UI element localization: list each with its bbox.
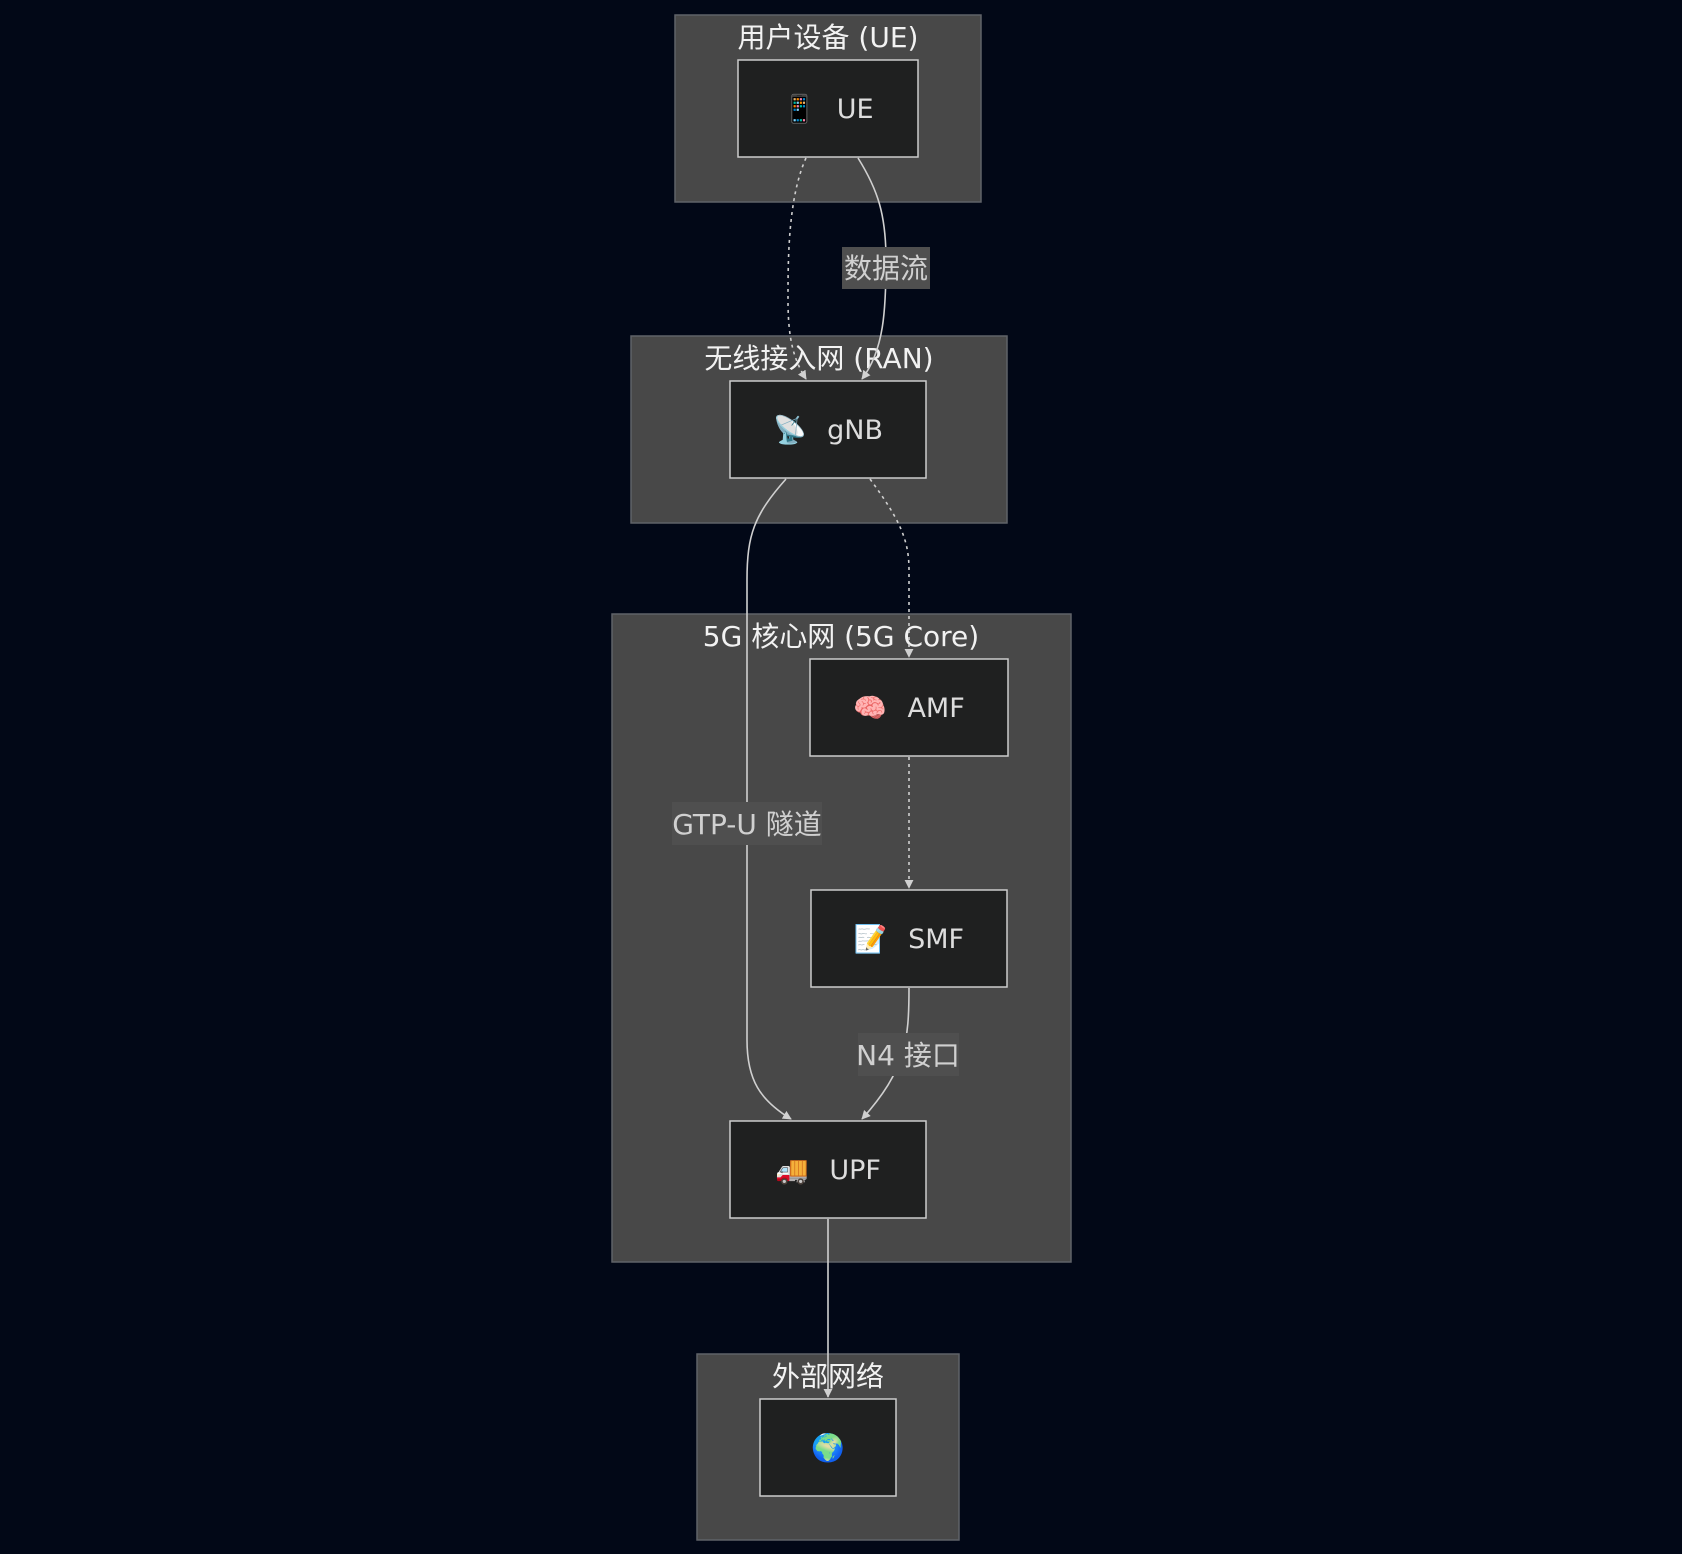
cluster-core-title: 5G 核心网 (5G Core) (703, 620, 979, 653)
edge-label-gtpu-tunnel: GTP-U 隧道 (672, 802, 822, 845)
node-amf[interactable]: 🧠 AMF (809, 658, 1009, 757)
node-gnb[interactable]: 📡 gNB (729, 380, 927, 479)
node-smf-box (810, 889, 1008, 988)
svg-text:🚚 UPF: 🚚 UPF (775, 1155, 881, 1186)
cluster-ue-title: 用户设备 (UE) (738, 21, 919, 54)
node-amf-box (809, 658, 1009, 757)
svg-text:🧠 AMF: 🧠 AMF (853, 693, 965, 724)
node-smf-label: SMF (908, 924, 964, 955)
node-upf-label: UPF (829, 1155, 881, 1186)
cluster-user-equipment: 用户设备 (UE) (674, 14, 982, 203)
node-internet[interactable]: 🌍 (759, 1398, 897, 1497)
edge-label-gtpu-tunnel-text: GTP-U 隧道 (672, 808, 822, 841)
truck-icon: 🚚 (775, 1155, 809, 1186)
svg-text:📝 SMF: 📝 SMF (854, 923, 964, 955)
node-ue[interactable]: 📱 UE (737, 59, 919, 158)
node-upf[interactable]: 🚚 UPF (729, 1120, 927, 1219)
edge-label-n4-interface-text: N4 接口 (856, 1039, 960, 1072)
satellite-antenna-icon: 📡 (773, 412, 807, 446)
brain-icon: 🧠 (853, 693, 887, 724)
memo-icon: 📝 (854, 923, 888, 955)
node-smf[interactable]: 📝 SMF (810, 889, 1008, 988)
svg-text:🌍: 🌍 (811, 1432, 845, 1464)
node-amf-label: AMF (907, 693, 964, 724)
mobile-phone-icon: 📱 (782, 93, 816, 125)
node-internet-box (759, 1398, 897, 1497)
edge-ue-gnb-control (787, 157, 807, 380)
edge-label-data-flow-text: 数据流 (844, 252, 928, 285)
edge-gnb-amf (869, 478, 914, 658)
node-ue-label: UE (837, 94, 874, 125)
edge-label-n4-interface: N4 接口 (856, 1033, 960, 1076)
node-ue-box (737, 59, 919, 158)
svg-text:📱 UE: 📱 UE (782, 93, 873, 125)
node-gnb-box (729, 380, 927, 479)
edge-label-data-flow: 数据流 (842, 247, 930, 289)
globe-icon: 🌍 (811, 1432, 845, 1464)
cluster-ran-title: 无线接入网 (RAN) (704, 342, 933, 375)
svg-text:📡 gNB: 📡 gNB (773, 412, 883, 446)
node-gnb-label: gNB (827, 415, 883, 446)
node-upf-box (729, 1120, 927, 1219)
